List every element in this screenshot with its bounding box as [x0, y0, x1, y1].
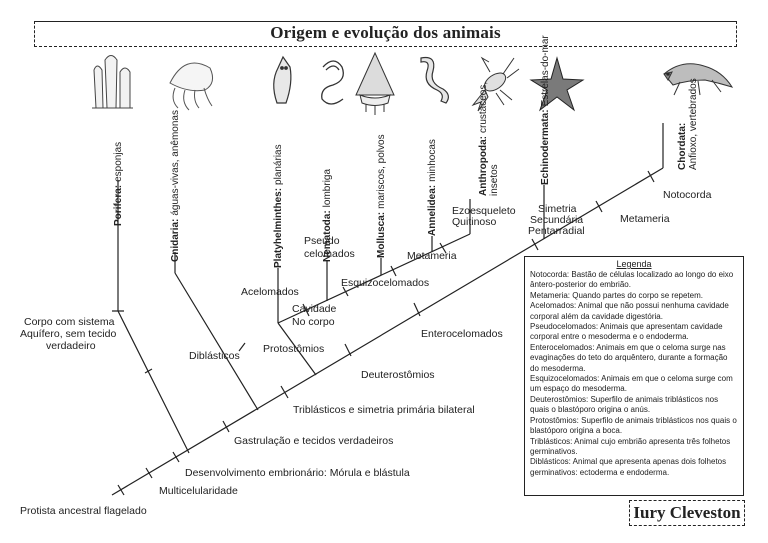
trait-enterocelomados: Enterocelomados: [421, 328, 503, 340]
trait-triblasticos: Triblásticos e simetria primária bilater…: [293, 404, 475, 416]
main-trunk: [111, 167, 664, 496]
label-cnidaria: Cnidaria:águas-vivas, anêmonas: [170, 110, 181, 262]
trait-esquizocelomados: Esquizocelomados: [341, 277, 429, 289]
trait-exoesqueleto-1: Ezoesqueleto: [452, 205, 516, 217]
trait-acelomados: Acelomados: [241, 286, 299, 298]
trait-simetria-2: Secundária: [530, 214, 583, 226]
jellyfish-icon: [169, 62, 214, 111]
trait-corpo-sistema-2: Aquífero, sem tecido: [20, 328, 116, 340]
mollusk-icon: [355, 51, 395, 115]
trait-pseudocelomados-2: celomados: [304, 248, 355, 260]
trait-cavidade-2: No corpo: [292, 316, 335, 328]
trait-desenvolvimento: Desenvolvimento embrionário: Mórula e bl…: [185, 467, 410, 479]
label-anthropoda: Anthropoda:crustáceos,: [478, 82, 489, 196]
label-echinodermata: Echinodermata:Estrelas-do-mar: [540, 35, 551, 185]
title-banner: Origem e evolução dos animais: [34, 21, 737, 47]
legend-item-pseudocelomados: Pseudocelomados: Animais que apresentam …: [530, 322, 723, 342]
trait-metameria-right: Metameria: [620, 213, 670, 225]
legend-item-deuterostomios: Deuterostômios: Superfilo de animais tri…: [530, 394, 719, 415]
label-mollusca: Mollusca:mariscos, polvos: [376, 134, 387, 258]
lizard-icon: [663, 63, 734, 96]
trait-exoesqueleto-2: Quitinoso: [452, 216, 497, 228]
earthworm-icon: [420, 56, 449, 104]
trait-simetria-3: Pentarradial: [528, 225, 585, 237]
label-annelidea: Annelidea:minhocas: [427, 139, 438, 236]
trait-multicelularidade: Multicelularidade: [159, 485, 238, 497]
trait-cavidade-1: Cavidade: [292, 303, 337, 315]
lobster-icon: [471, 56, 520, 112]
trait-notocorda: Notocorda: [663, 189, 712, 201]
branch-protostome-line: [277, 233, 471, 324]
label-chordata-desc: Anfioxo, vertebrados: [688, 78, 699, 170]
label-nematoda: Nematoda:lombriga: [322, 169, 333, 262]
branch-cnidaria: [174, 252, 259, 411]
diagram-title: Origem e evolução dos animais: [270, 23, 501, 42]
sponge-icon: [92, 55, 133, 109]
trait-ticks: [117, 170, 655, 496]
trait-corpo-sistema-1: Corpo com sistema: [24, 316, 115, 328]
legend-item-acelomados: Acelomados: Animal que não possui nenhum…: [530, 301, 729, 321]
label-anthropoda-line2: insetos: [489, 164, 500, 196]
legend-item-notocorda: Notocorda: Bastão de células localizado …: [530, 270, 734, 290]
trait-diblasticos: Diblásticos: [189, 350, 240, 362]
trait-protostomios: Protostômios: [263, 343, 324, 355]
trait-metameria-left: Metameria: [407, 250, 457, 262]
roundworm-icon: [321, 60, 344, 105]
branch-porifera: [112, 180, 190, 454]
starfish-icon: [529, 56, 585, 112]
legend-item-esquizocelomados: Esquizocelomados: Animais em que o celom…: [530, 374, 733, 394]
legend-box: Legenda Notocorda: Bastão de células loc…: [524, 256, 744, 496]
branch-protostomios: [277, 322, 317, 376]
trait-corpo-sistema-3: verdadeiro: [46, 340, 96, 352]
planarian-icon: [273, 55, 292, 104]
author-box: Iury Cleveston: [629, 500, 745, 526]
trait-pseudocelomados-1: Pseudo: [304, 235, 340, 247]
legend-item-diblasticos: Diblásticos: Animal que apresenta apenas…: [530, 457, 727, 477]
legend-item-enterocelomados: Enterocelomados: Animais em que o celoma…: [530, 342, 728, 373]
label-platyhelminthes: Platyhelminthes:planárias: [273, 144, 284, 268]
trait-gastrulacao: Gastrulação e tecidos verdadeiros: [234, 435, 393, 447]
author-name: Iury Cleveston: [633, 503, 741, 522]
label-porifera: Porifera:esponjas: [113, 142, 124, 226]
trait-simetria-1: Simetria: [538, 203, 577, 215]
root-label: Protista ancestral flagelado: [20, 505, 147, 517]
legend-item-protostomios: Protostômios: Superfilo de animais tribl…: [530, 415, 737, 436]
legend-item-triblasticos: Triblásticos: Animal cujo embrião aprese…: [530, 436, 731, 456]
label-chordata: Chordata:: [677, 123, 688, 170]
trait-deuterostomios: Deuterostômios: [361, 369, 435, 381]
legend-item-metameria: Metameria: Quando partes do corpo se rep…: [530, 290, 703, 300]
legend-title: Legenda: [616, 259, 652, 269]
